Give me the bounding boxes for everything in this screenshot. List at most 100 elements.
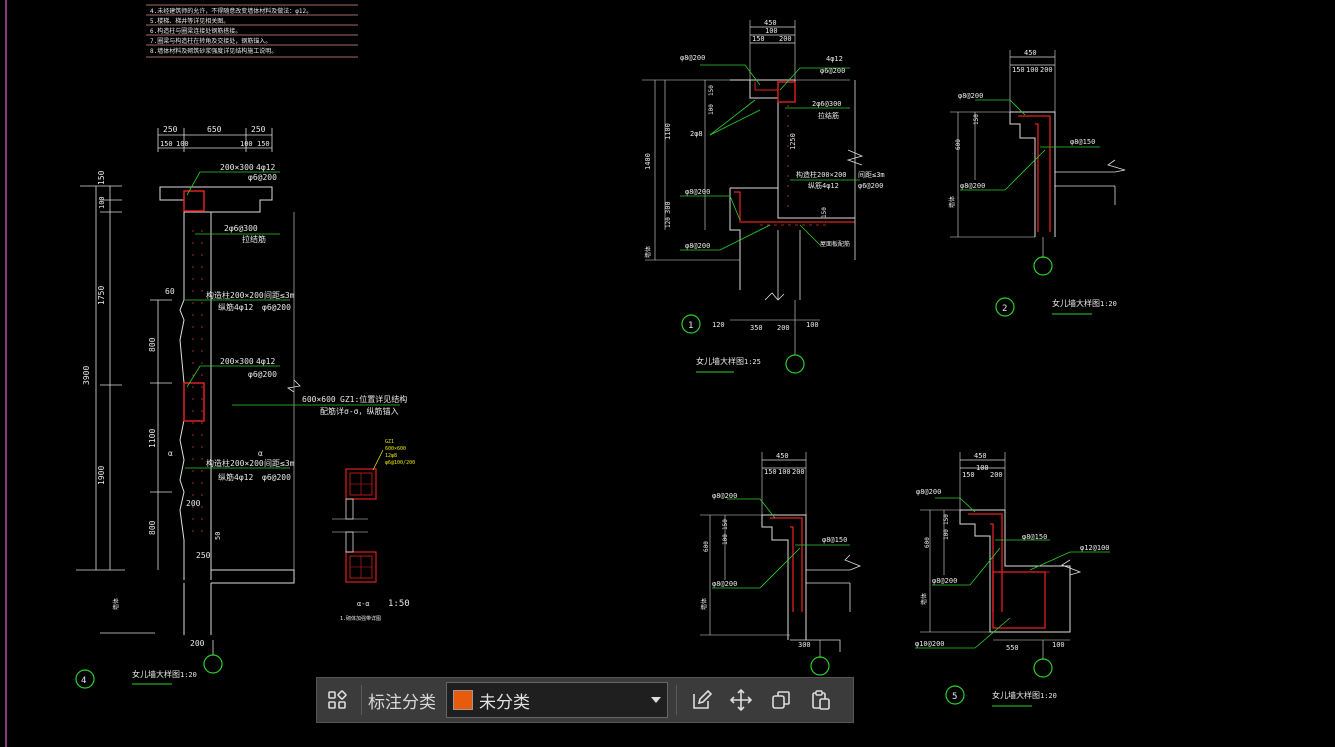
dim-text: 250: [196, 551, 211, 560]
dim-text: 1750: [97, 286, 106, 305]
dim-text: 1100: [148, 429, 157, 448]
rebar-label: φ8@200: [960, 182, 985, 190]
section-label: α-α: [357, 600, 370, 608]
dim-text: 50: [214, 532, 222, 540]
rebar-label: φ6@200: [858, 182, 883, 190]
detail-scale: 1:20: [1100, 300, 1117, 308]
detail-4: 250 650 250 150 100 100 150 150 100 1750…: [75, 125, 415, 689]
detail-number-circle: [75, 669, 95, 689]
category-label: 标注分类: [368, 692, 436, 713]
dim-text: 150: [257, 140, 270, 148]
copy-icon: [772, 691, 790, 709]
dim-text: 800: [148, 337, 157, 352]
dim-text: 600: [955, 139, 962, 150]
wall-label: 墙体: [112, 598, 120, 610]
dim-text: 800: [148, 520, 157, 535]
toolbar-separator: [361, 685, 362, 715]
dim-text: 150: [821, 207, 828, 218]
dim-text: 120: [712, 321, 725, 329]
rebar-label: 配筋详σ-σ，纵筋锚入: [320, 406, 398, 416]
detail-scale: 1:20: [180, 671, 197, 679]
dim-text: 150: [160, 140, 173, 148]
rebar-label: 构造柱200×200: [206, 290, 264, 300]
detail-3: 450 150 100 200 150 100 600 φ8@200 φ8@15…: [700, 452, 862, 676]
rebar-label: φ8@150: [822, 536, 847, 544]
rebar-label: φ6@200: [820, 67, 845, 75]
rebar-label: φ6@200: [262, 303, 291, 312]
wall-label: 墙体: [644, 246, 652, 258]
section-mark: α: [258, 449, 263, 458]
dim-text: 100: [1026, 66, 1039, 74]
rebar-label: 拉结筋: [818, 111, 839, 120]
rebar-label: φ8@200: [680, 54, 705, 62]
dim-text: 450: [1024, 49, 1037, 57]
rebar-label: φ6@200: [248, 370, 277, 379]
grid-icon: [328, 690, 347, 709]
rebar-label: 屋面板配筋: [820, 240, 850, 248]
move-icon: [729, 688, 753, 712]
dim-text: 1900: [97, 466, 106, 485]
wall-label: 墙体: [700, 598, 708, 610]
rebar-label: 构造柱200×200: [796, 170, 847, 179]
rebar-label: φ8@200: [958, 92, 983, 100]
dim-text: 450: [974, 452, 987, 460]
dim-text: 200: [777, 324, 790, 332]
dim-text: 200: [186, 499, 201, 508]
dim-text: 1250: [789, 133, 797, 150]
dim-text: 1100: [664, 123, 672, 140]
paste-button[interactable]: [801, 678, 841, 722]
category-select-value: 未分类: [479, 692, 530, 713]
detail-title: 女儿墙大样图: [992, 690, 1040, 700]
detail-scale: 1:20: [1040, 692, 1057, 700]
dim-text: 200: [990, 471, 1003, 479]
dim-text: 150: [962, 471, 975, 479]
rebar-label: φ8@200: [916, 488, 941, 496]
category-select[interactable]: 未分类: [446, 682, 668, 718]
section-scale: 1:50: [388, 599, 410, 609]
note-line: 5.楼梯、梯井等详见相关图。: [150, 17, 229, 25]
dim-text: 300: [664, 201, 672, 214]
detail-number: 2: [1002, 304, 1007, 314]
rebar-label: 4φ12: [256, 357, 275, 366]
rebar-label: 纵筋4φ12: [218, 472, 253, 482]
dim-text: 200: [792, 468, 805, 476]
wall-label: 墙体: [920, 593, 928, 605]
dim-text: 650: [207, 125, 222, 134]
detail-title: 女儿墙大样图: [132, 669, 180, 679]
rebar-label: 构造柱200×200: [206, 458, 264, 468]
note-line: 8.墙体材料及砌筑砂浆强度详见结构施工说明。: [150, 47, 277, 55]
rebar-label: φ10@200: [915, 640, 945, 648]
rebar-label: φ6@200: [248, 173, 277, 182]
rebar-label: 600×600: [302, 395, 336, 404]
dim-text: 100: [976, 464, 989, 472]
rebar-label: φ8@200: [685, 242, 710, 250]
edit-button[interactable]: [681, 678, 721, 722]
rebar-label: 拉结筋: [242, 234, 266, 244]
rebar-label: 2φ6@300: [812, 100, 842, 108]
dim-text: 150: [752, 35, 765, 43]
move-button[interactable]: [721, 678, 761, 722]
dim-text: 350: [750, 324, 763, 332]
rebar-label: φ8@150: [1022, 533, 1047, 541]
tag-text: 600×600: [385, 446, 406, 452]
dim-text: 550: [1006, 644, 1019, 652]
category-grid-button[interactable]: [317, 678, 357, 722]
dim-text: 200: [1040, 66, 1053, 74]
section-mark: α: [168, 449, 173, 458]
dim-text: 100: [1052, 641, 1065, 649]
rebar-label: 纵筋4φ12: [218, 302, 253, 312]
annotation-toolbar: 标注分类 未分类: [316, 677, 854, 723]
rebar-label: 200×300: [220, 357, 254, 366]
rebar-label: 2φ6@300: [224, 224, 258, 233]
dim-text: 120: [665, 217, 672, 228]
rebar-label: φ8@200: [712, 580, 737, 588]
copy-button[interactable]: [761, 678, 801, 722]
rebar-label: φ12@100: [1080, 544, 1110, 552]
dim-text: 100: [765, 27, 778, 35]
dim-text: 450: [776, 452, 789, 460]
tag-text: 12φ8: [385, 453, 397, 459]
dim-text: 100: [176, 140, 189, 148]
detail-number: 1: [688, 321, 693, 331]
note-line: 6.构造柱与圈梁连接处钢筋搭接。: [150, 27, 241, 35]
